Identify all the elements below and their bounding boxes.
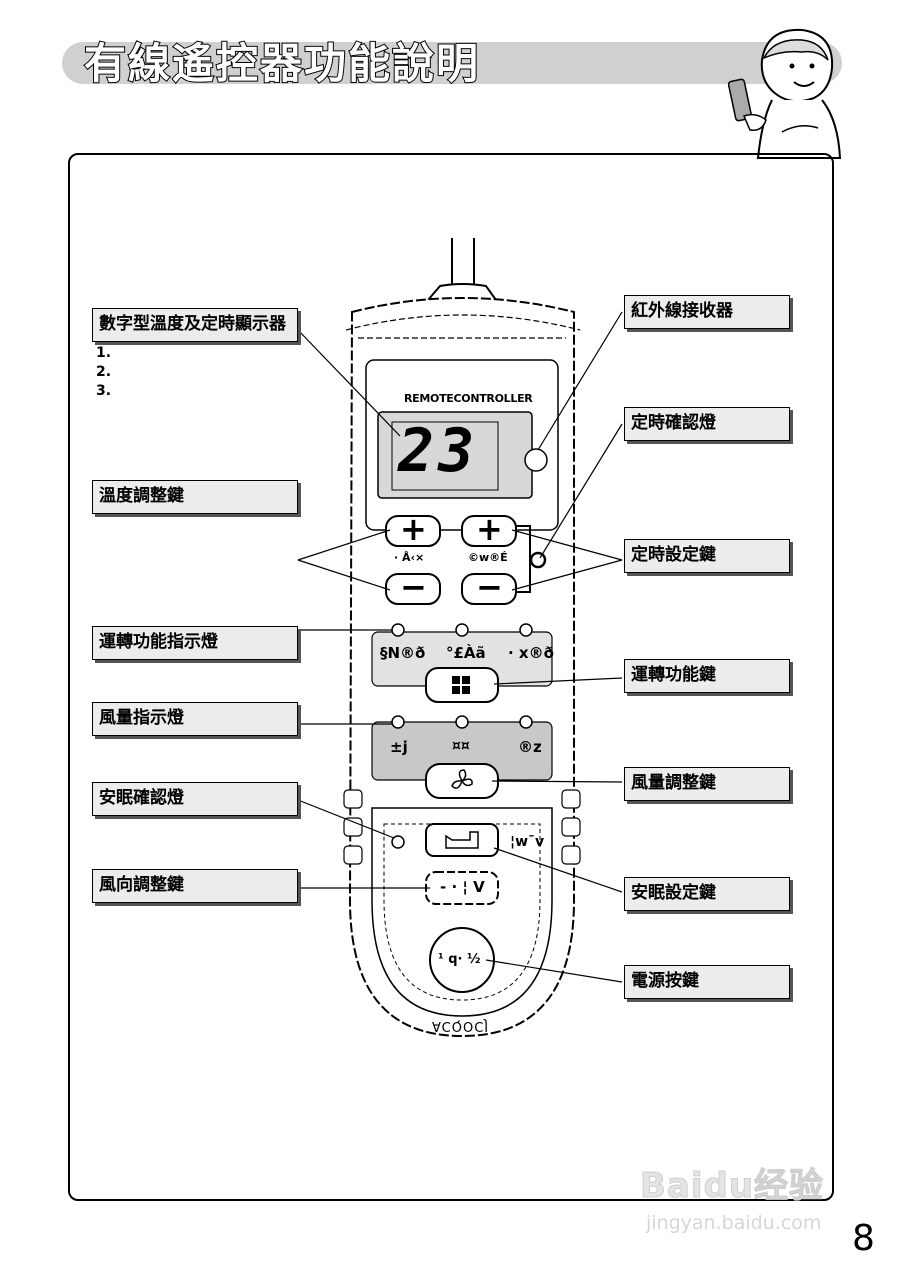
mascot-illustration — [727, 28, 842, 159]
temp-minus-symbol: − — [400, 568, 427, 606]
sleep-lamp — [391, 835, 405, 849]
fan-label-mid: ¤¤ — [452, 738, 470, 754]
timer-minus-symbol: − — [476, 568, 503, 606]
label-swing-key: 風向調整鍵 — [92, 869, 298, 903]
label-ir-receiver: 紅外線接收器 — [624, 295, 790, 329]
sleep-caption: ¦w¯v — [510, 834, 545, 850]
label-temp-keys: 溫度調整鍵 — [92, 480, 298, 514]
display-notes: 1. 2. 3. — [96, 344, 111, 401]
temp-plus-symbol: + — [400, 510, 427, 548]
label-power-key: 電源按鍵 — [624, 965, 790, 999]
title-bar — [62, 42, 842, 84]
lcd-digits: 23 — [398, 416, 479, 486]
timer-caption: ©w®É — [468, 551, 508, 564]
fan-lamp-mid — [455, 715, 469, 729]
label-fan-lamps: 風量指示燈 — [92, 702, 298, 736]
label-sleep-lamp: 安眠確認燈 — [92, 782, 298, 816]
mode-lamp-cool — [391, 623, 405, 637]
label-fan-key: 風量調整鍵 — [624, 767, 790, 801]
label-mode-key: 運轉功能鍵 — [624, 659, 790, 693]
swing-caption: - · ¦ V — [440, 878, 485, 896]
remote-bottom-mark: ACQOCJ — [432, 1018, 490, 1033]
mode-key — [425, 667, 499, 703]
ir-receiver — [524, 448, 548, 472]
label-mode-lamps: 運轉功能指示燈 — [92, 626, 298, 660]
label-display: 數字型溫度及定時顯示器 — [92, 308, 298, 342]
watermark-logo: Baidu经验 — [639, 1166, 825, 1207]
page-title: 有線遙控器功能說明 — [83, 38, 481, 89]
fan-label-low: ®z — [518, 738, 542, 756]
fan-lamp-low — [519, 715, 533, 729]
mode-lamp-fan — [519, 623, 533, 637]
power-key — [429, 927, 495, 993]
power-caption: ¹ q· ½ — [438, 952, 481, 967]
content-frame — [68, 153, 834, 1201]
timer-plus-symbol: + — [476, 510, 503, 548]
label-timer-confirm-lamp: 定時確認燈 — [624, 407, 790, 441]
mode-lamp-dry — [455, 623, 469, 637]
watermark-url: jingyan.baidu.com — [646, 1212, 822, 1234]
mode-label-cool: §N®ð — [380, 644, 426, 662]
temp-caption: · Å‹× — [394, 551, 425, 564]
remote-brand: REMOTECONTROLLER — [404, 392, 533, 405]
mode-label-fan: · x®ð — [508, 644, 554, 662]
display-note-2: 2. — [96, 364, 112, 380]
label-timer-keys: 定時設定鍵 — [624, 539, 790, 573]
display-note-1: 1. — [96, 345, 112, 361]
timer-confirm-lamp — [529, 551, 547, 569]
fan-label-high: ±j — [390, 738, 408, 756]
label-sleep-key: 安眠設定鍵 — [624, 877, 790, 911]
page-number: 8 — [852, 1218, 875, 1259]
mode-label-dry: °£Àã — [446, 644, 486, 662]
fan-lamp-high — [391, 715, 405, 729]
display-note-3: 3. — [96, 383, 112, 399]
